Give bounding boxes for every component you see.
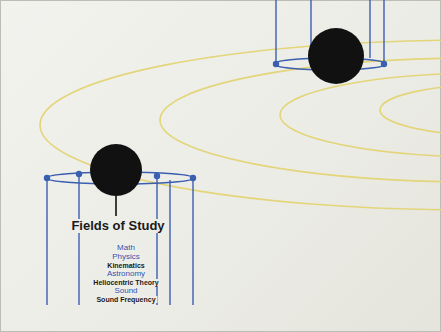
joint [382,62,387,67]
field-name: Math [115,244,137,252]
rod [275,0,276,63]
joint [274,62,279,67]
orbit-lines [40,40,441,210]
planet [90,144,142,196]
joint [191,176,196,181]
rod [78,174,79,305]
rod [192,178,193,305]
rod [383,0,384,64]
field-topic: Heliocentric Theory [91,279,160,286]
orbit [280,73,441,157]
section-heading: Fields of Study [69,219,166,233]
joint [77,172,82,177]
rod [46,178,47,305]
stem-line [115,196,117,216]
planet [308,28,364,84]
joint [45,176,50,181]
rod [369,0,370,58]
field-name: Physics [110,253,142,261]
field-topic: Sound Frequency [94,296,157,303]
orbit [40,40,441,210]
rod [169,180,170,305]
orbit [160,58,441,182]
field-topic: Kinematics [105,262,146,269]
field-name: Astronomy [105,270,147,278]
field-name: Sound [112,287,139,295]
joint [155,174,160,179]
orbit [380,84,441,136]
